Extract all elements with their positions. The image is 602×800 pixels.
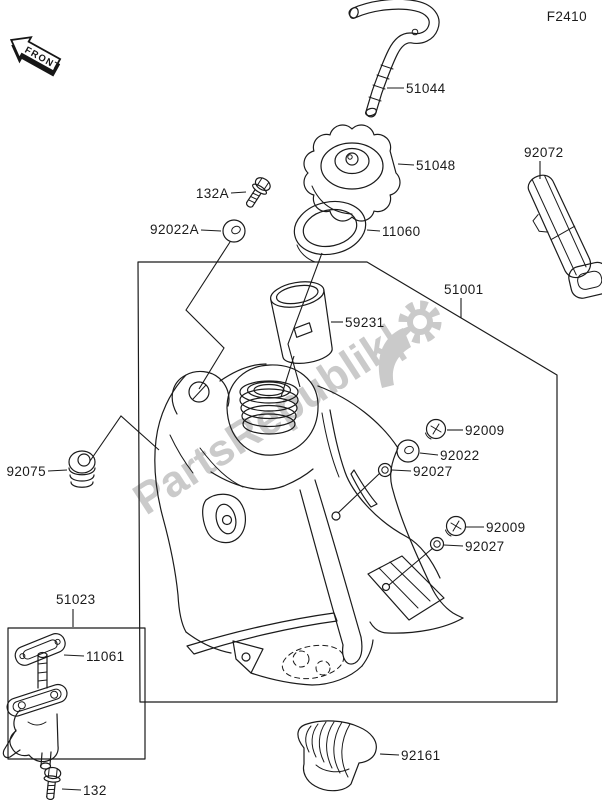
callout-cap-gasket: 11060 [366, 224, 421, 239]
label-59231: 59231 [345, 315, 385, 330]
callout-bolt-bottom: 132 [61, 783, 107, 798]
part-fuel-tap [2, 651, 68, 770]
callout-tap-gasket: 11061 [63, 649, 125, 664]
part-screw-lower [445, 515, 467, 537]
figure-code: F2410 [547, 9, 587, 24]
part-filter-screen [269, 281, 333, 364]
gear-icon [398, 300, 442, 344]
callout-breather-hose: 51044 [387, 81, 446, 96]
label-92072: 92072 [524, 145, 564, 160]
callout-filter-screen: 59231 [331, 315, 385, 330]
part-breather-hose [348, 0, 440, 118]
callout-collar-lower: 92027 [443, 539, 505, 554]
part-fuel-cap [303, 124, 401, 222]
callout-damper-pad: 92161 [379, 748, 441, 763]
label-92009-upper: 92009 [465, 423, 505, 438]
part-damper-left [68, 450, 96, 488]
label-51048: 51048 [416, 158, 456, 173]
front-direction-marker: FRONT [9, 36, 62, 77]
watermark-text: PartsRepublik| [125, 315, 411, 525]
part-bolt-top [245, 177, 271, 208]
label-11061: 11061 [86, 649, 125, 664]
callout-tank-band: 92072 [524, 145, 564, 179]
part-collar-lower [429, 536, 445, 552]
part-washer-top [222, 219, 246, 243]
part-collar-upper [377, 462, 393, 478]
label-92009-lower: 92009 [486, 520, 526, 535]
callout-collar-upper: 92027 [391, 464, 453, 479]
callout-fuel-tap-assembly: 51023 [56, 592, 96, 627]
label-92027-upper: 92027 [413, 464, 453, 479]
fuel-tap-box [7, 627, 146, 760]
part-bolt-bottom [43, 766, 62, 800]
part-tank-band [527, 174, 602, 299]
callout-screw-upper: 92009 [447, 423, 505, 438]
part-damper-pad [297, 720, 377, 792]
part-screw-upper [425, 418, 447, 440]
label-51044: 51044 [406, 81, 446, 96]
callout-damper-left: 92075 [6, 464, 68, 479]
callout-fuel-cap: 51048 [397, 158, 456, 173]
callout-bolt-top: 132A [196, 186, 247, 201]
label-92027-lower: 92027 [465, 539, 505, 554]
callout-fuel-tank: 51001 [444, 282, 484, 318]
part-cap-gasket [293, 200, 367, 263]
callout-washer-top: 92022A [150, 222, 222, 237]
callout-washer-mid: 92022 [419, 448, 480, 463]
part-fuel-tank [154, 363, 464, 686]
part-washer-mid [396, 439, 420, 463]
callout-screw-lower: 92009 [466, 520, 526, 535]
label-11060: 11060 [382, 224, 421, 239]
label-51023: 51023 [56, 592, 96, 607]
label-51001: 51001 [444, 282, 484, 297]
label-92022a: 92022A [150, 222, 199, 237]
part-tap-gasket [14, 633, 66, 666]
label-132a: 132A [196, 186, 229, 201]
tank-enclosure-box [137, 261, 558, 703]
label-132: 132 [83, 783, 107, 798]
label-92075: 92075 [6, 464, 46, 479]
flag-icon [378, 328, 411, 388]
label-92022: 92022 [440, 448, 480, 463]
label-92161: 92161 [401, 748, 441, 763]
